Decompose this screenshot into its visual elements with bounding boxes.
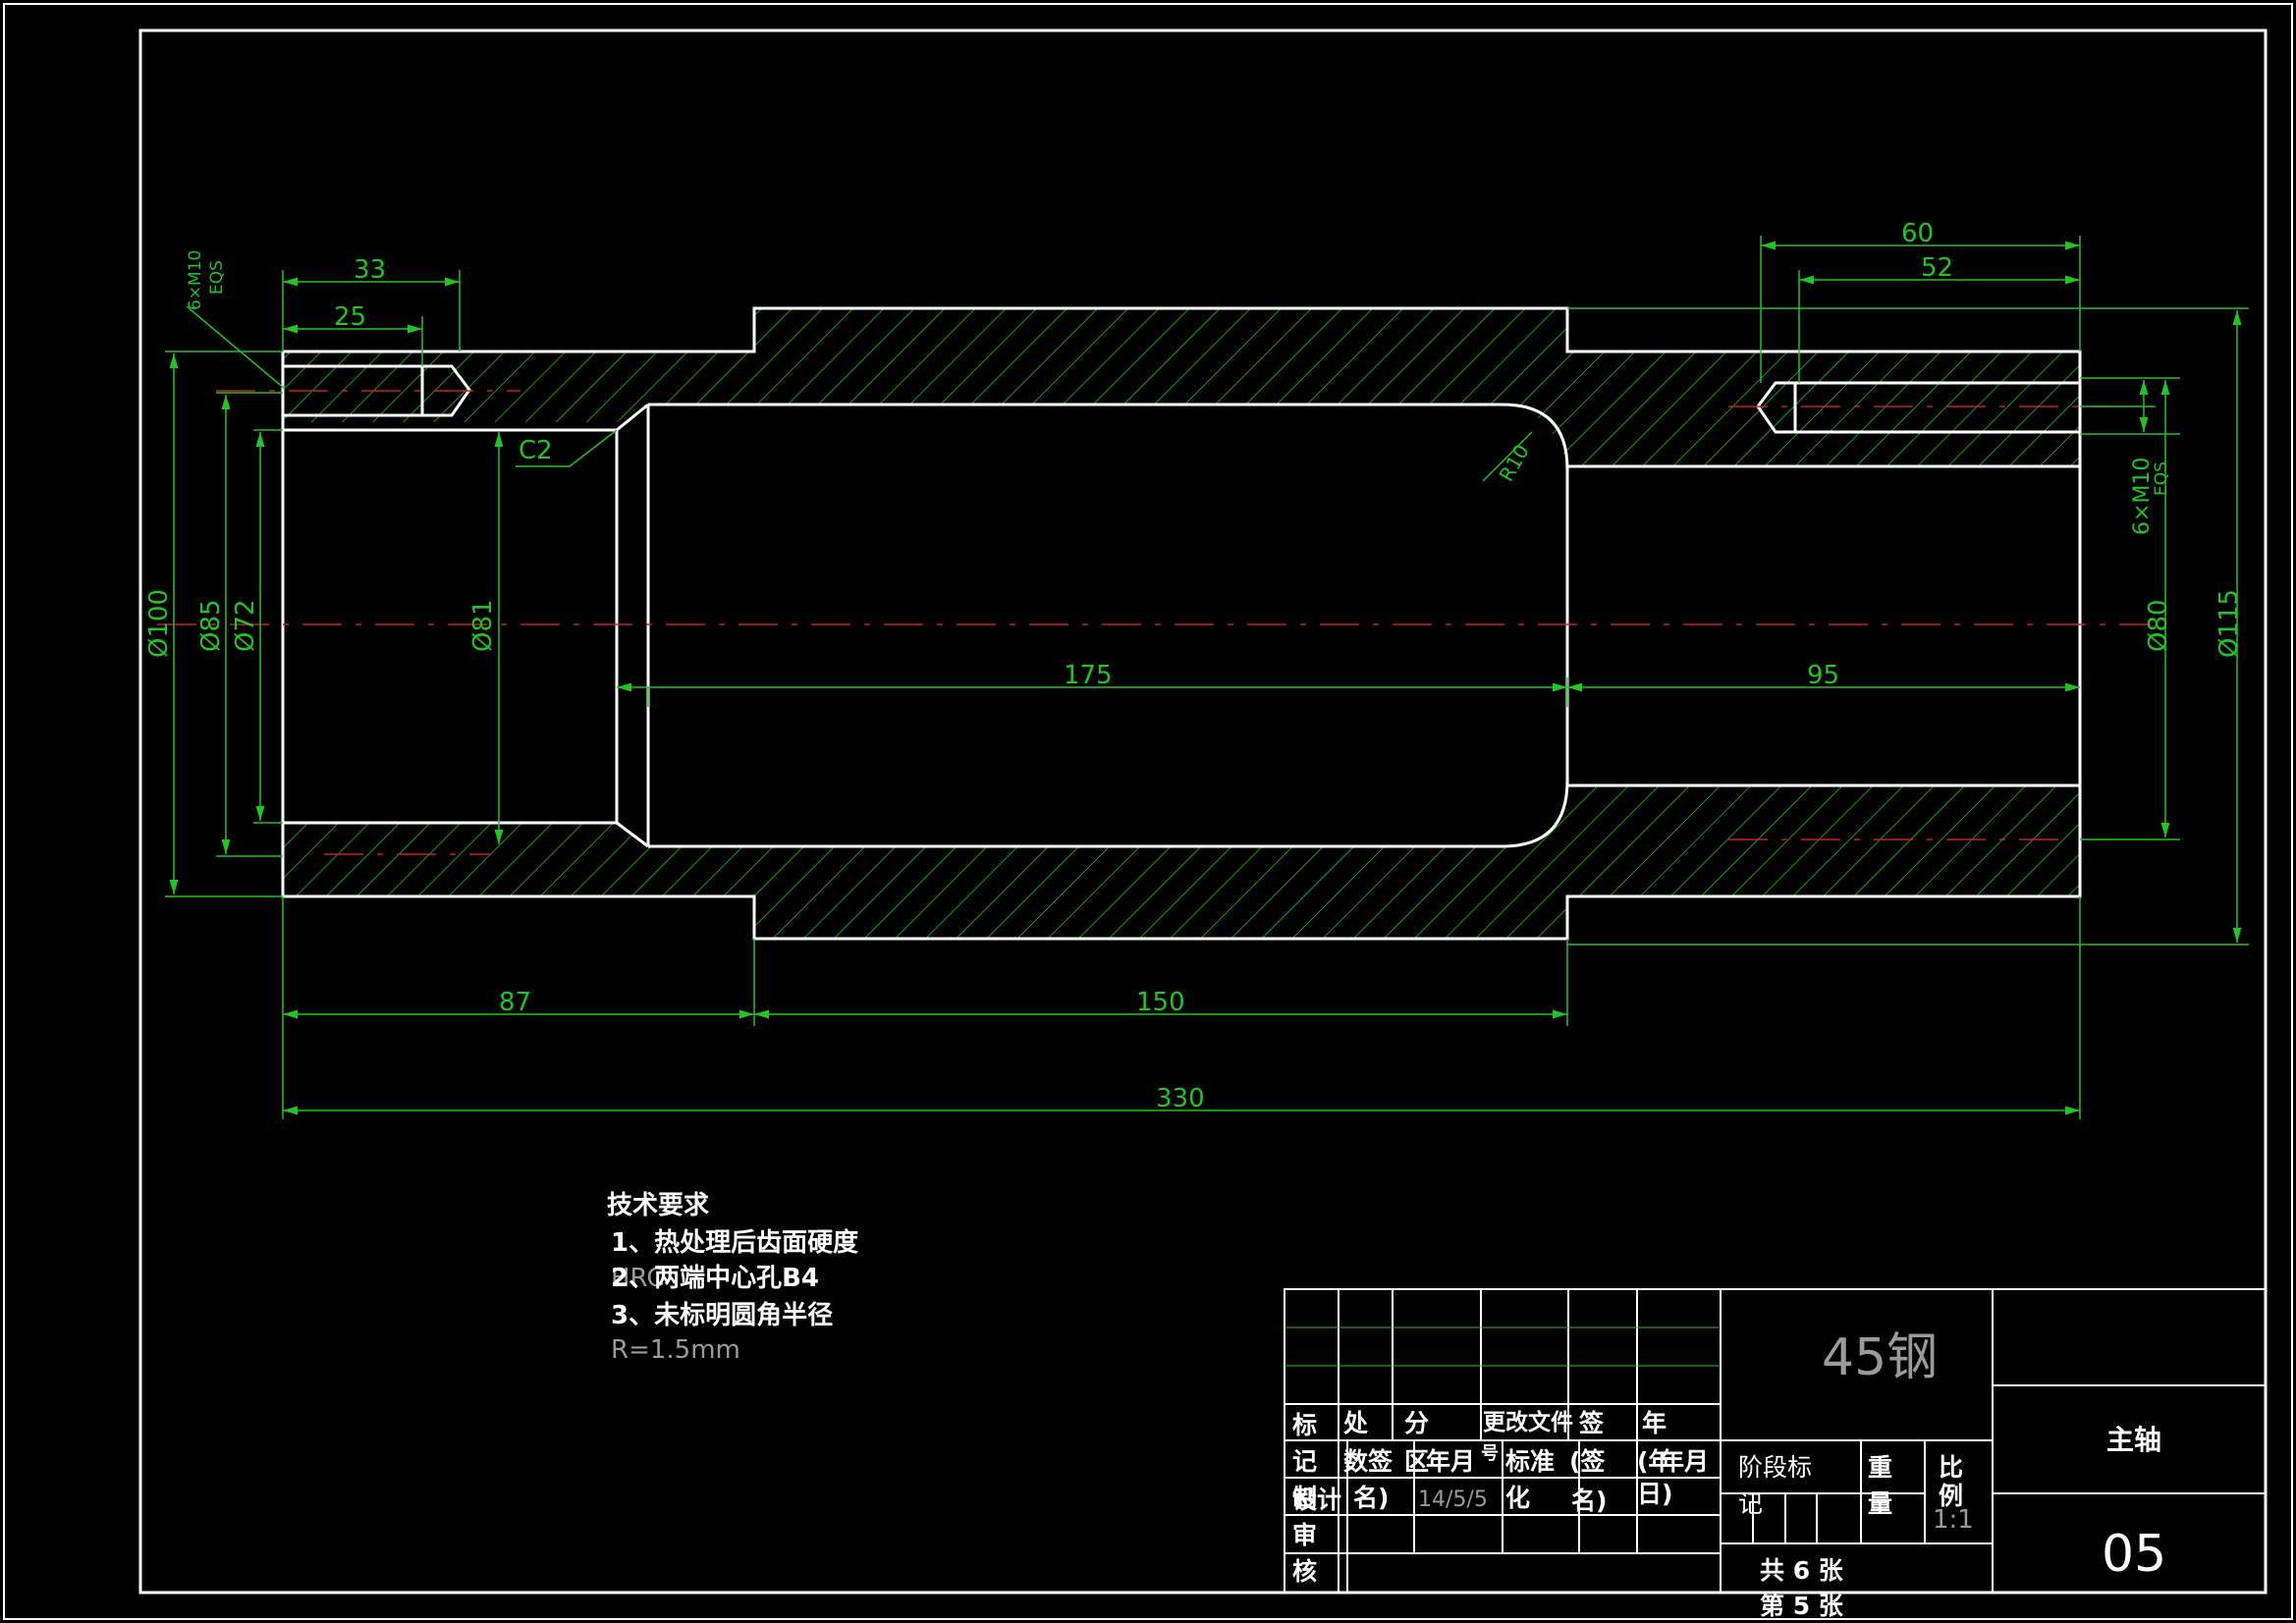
tb-num: 号 xyxy=(1481,1443,1499,1464)
dim-330: 330 xyxy=(1156,1084,1205,1113)
hdr-1: 处 xyxy=(1342,1409,1368,1437)
tb-scale: 比 xyxy=(1939,1453,1963,1482)
thread-callout-left-1: 6×M10 xyxy=(186,250,205,310)
hdr-4: 签 xyxy=(1578,1409,1605,1437)
dim-chamfer: C2 xyxy=(519,436,553,465)
dim-dia81: Ø81 xyxy=(468,599,498,652)
tb-verify: 核 xyxy=(1292,1557,1317,1586)
tb-mark: 记 xyxy=(1292,1447,1317,1476)
drawing-number: 05 xyxy=(2102,1525,2166,1584)
notes-title: 技术要求 xyxy=(607,1191,709,1220)
dim-95: 95 xyxy=(1807,661,1839,690)
thread-callout-right-2: EQS xyxy=(2152,461,2171,496)
tb-weight: 重 xyxy=(1868,1453,1892,1482)
dim-dia80: Ø80 xyxy=(2144,599,2173,652)
dim-25: 25 xyxy=(334,302,366,332)
tb-total-sheets: 共 6 张 xyxy=(1760,1556,1844,1585)
part-name: 主轴 xyxy=(2106,1424,2161,1456)
tb-date-val: 14/5/5 xyxy=(1418,1488,1488,1512)
technical-notes: 技术要求 1、热处理后齿面硬度 HRC 2、两端中心孔B4 3、未标明圆角半径 … xyxy=(607,1191,858,1365)
notes-line-1: 1、热处理后齿面硬度 xyxy=(611,1227,858,1258)
tb-scale-val: 1:1 xyxy=(1933,1505,1974,1535)
tb-sheet-no: 第 5 张 xyxy=(1760,1592,1844,1620)
dim-dia85: Ø85 xyxy=(196,599,226,652)
dim-87: 87 xyxy=(499,988,531,1017)
tb-name2: 名) xyxy=(1571,1487,1607,1515)
center-lines xyxy=(157,390,2151,855)
thread-callout-right-1: 6×M10 xyxy=(2130,458,2155,535)
tb-stage2: 记 xyxy=(1738,1489,1763,1518)
hdr-3: 更改文件 xyxy=(1483,1409,1573,1435)
dim-60: 60 xyxy=(1901,219,1934,248)
tb-weight2: 量 xyxy=(1868,1489,1892,1518)
thread-callout-left-2: EQS xyxy=(207,260,227,295)
section-hatching xyxy=(283,308,2080,939)
tb-date-hdr: 年月 xyxy=(1426,1447,1475,1476)
dimension-lines xyxy=(169,241,2242,1115)
tb-check: 制 xyxy=(1292,1484,1317,1512)
hdr-2: 分 xyxy=(1404,1409,1429,1437)
notes-line-2: 2、两端中心孔B4 xyxy=(611,1264,819,1293)
dim-175: 175 xyxy=(1064,661,1113,690)
notes-line-3: 3、未标明圆角半径 xyxy=(611,1300,833,1330)
tb-day: 日) xyxy=(1637,1480,1672,1508)
dim-52: 52 xyxy=(1921,253,1953,283)
tb-paren-year: (年 xyxy=(1637,1447,1672,1476)
drawing-frame xyxy=(138,28,2268,1595)
title-block-grid xyxy=(1285,1326,1721,1367)
tb-zone: 区 xyxy=(1404,1447,1429,1476)
sheet-border xyxy=(3,3,2293,1620)
tb-sign: (签 xyxy=(1569,1447,1606,1476)
tb-hua: 化 xyxy=(1505,1484,1530,1512)
tb-review: 审 xyxy=(1292,1521,1317,1549)
hdr-0: 标 xyxy=(1292,1411,1317,1439)
dim-dia100: Ø100 xyxy=(144,589,174,658)
notes-line-4: R=1.5mm xyxy=(611,1335,740,1365)
dim-33: 33 xyxy=(354,255,386,285)
leader-lines xyxy=(186,305,1533,482)
dim-dia72: Ø72 xyxy=(231,599,260,652)
hdr-5: 年 xyxy=(1642,1409,1667,1437)
tb-name: 名) xyxy=(1353,1484,1389,1512)
dim-radius: R10 xyxy=(1495,440,1534,485)
tb-designer: 设计 xyxy=(1292,1486,1341,1514)
tb-scale2: 例 xyxy=(1939,1482,1963,1510)
tb-stage: 阶段标 xyxy=(1738,1453,1812,1482)
material-text: 45钢 xyxy=(1822,1328,1938,1387)
dim-dia115: Ø115 xyxy=(2214,589,2244,658)
tb-year-month: 年月 xyxy=(1660,1447,1709,1476)
tb-count: 数签 xyxy=(1343,1447,1394,1476)
title-block xyxy=(1284,1288,2267,1594)
notes-line-1b: HRC xyxy=(611,1264,664,1293)
tb-standard: 标准 xyxy=(1505,1447,1555,1476)
dim-150: 150 xyxy=(1136,988,1185,1017)
